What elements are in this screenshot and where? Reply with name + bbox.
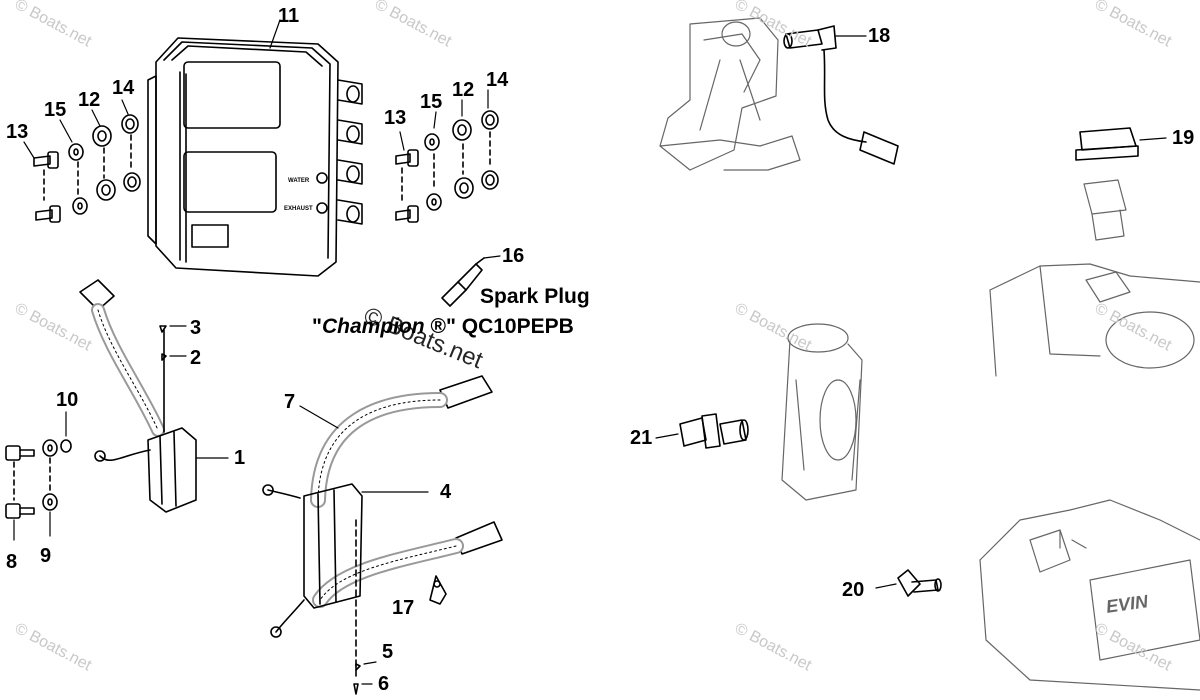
callout-14-right: 14 xyxy=(486,69,509,91)
sensor-21 xyxy=(655,413,749,449)
callout-15: 15 xyxy=(44,99,67,121)
callout-7: 7 xyxy=(284,391,296,413)
callout-4: 4 xyxy=(440,481,452,503)
callout-13: 13 xyxy=(6,121,29,143)
sensor-20 xyxy=(875,569,942,597)
spec-model: QC10PEPB xyxy=(461,315,574,338)
cowl-sketch xyxy=(979,499,1200,691)
module-hardware-right xyxy=(395,89,499,223)
spec-quote: " xyxy=(312,315,322,338)
coil-hardware xyxy=(5,325,187,541)
sensor-18 xyxy=(783,25,899,165)
spec-brand: Champion xyxy=(321,315,425,338)
callout-13-right: 13 xyxy=(384,107,407,129)
spec-reg: ®" xyxy=(424,315,462,338)
callout-17: 17 xyxy=(392,597,415,619)
module-label-water: WATER xyxy=(288,178,310,184)
callout-19: 19 xyxy=(1172,127,1195,149)
module-label-exhaust: EXHAUST xyxy=(284,206,313,212)
callout-15-right: 15 xyxy=(420,91,443,113)
callout-8: 8 xyxy=(6,551,18,573)
callout-1: 1 xyxy=(234,447,246,469)
callout-11: 11 xyxy=(278,5,300,27)
control-module xyxy=(147,19,363,277)
callout-2: 2 xyxy=(190,347,202,369)
callout-3: 3 xyxy=(190,317,202,339)
callout-16: 16 xyxy=(502,245,525,267)
powerhead-sketch xyxy=(989,179,1200,377)
callout-14: 14 xyxy=(112,77,135,99)
ignition-coil-1 xyxy=(79,279,229,513)
callout-10: 10 xyxy=(56,389,79,411)
dual-coil-harness xyxy=(262,375,503,695)
spark-plug-title: Spark Plug xyxy=(480,285,590,308)
spark-plug xyxy=(441,255,501,307)
callout-6: 6 xyxy=(378,673,390,695)
callout-12-right: 12 xyxy=(452,79,475,101)
callout-5: 5 xyxy=(382,641,394,663)
callout-21: 21 xyxy=(630,427,653,449)
callout-20: 20 xyxy=(842,579,865,601)
spark-plug-spec: "Champion ®" QC10PEPB xyxy=(312,316,574,337)
module-hardware-left xyxy=(23,99,141,223)
cylinder-head-sketch xyxy=(781,323,863,501)
callout-9: 9 xyxy=(40,545,52,567)
callout-18: 18 xyxy=(868,25,891,47)
sensor-19 xyxy=(1075,127,1167,161)
engine-block-sketch xyxy=(659,17,801,171)
callout-12: 12 xyxy=(78,89,101,111)
